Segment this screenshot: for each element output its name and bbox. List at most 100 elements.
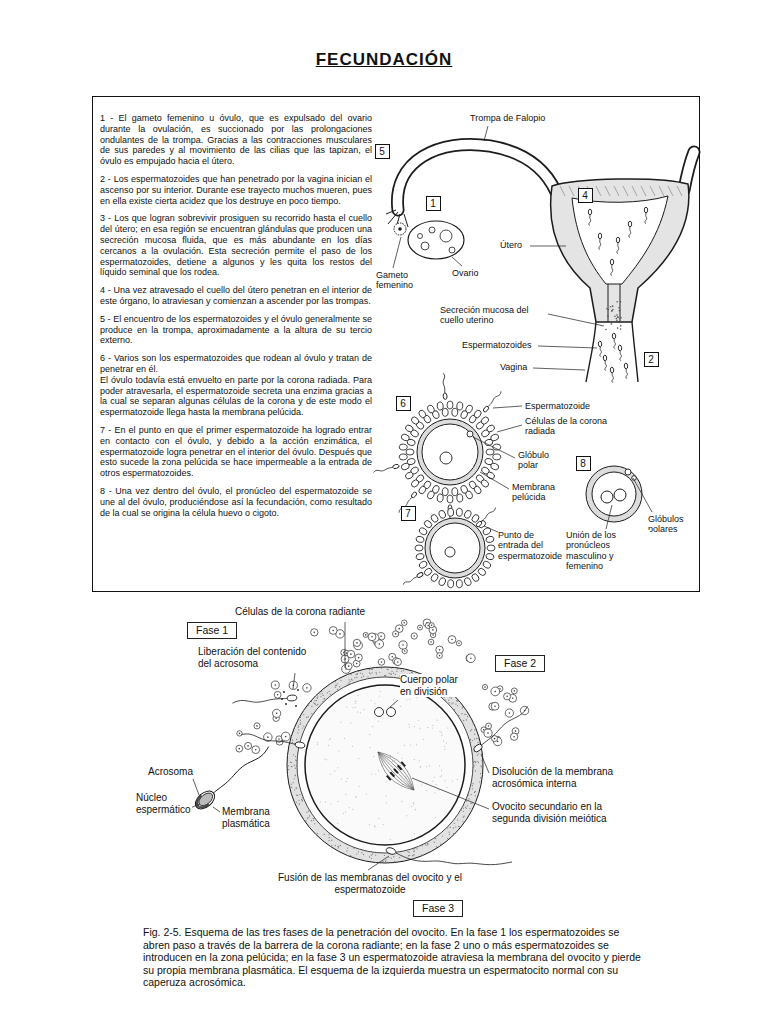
zona-stipple [367,676,368,677]
sperm-tail [617,243,619,254]
part-label: Núcleo espermático [136,792,192,815]
fimbria [388,212,398,224]
zona-stipple [300,717,301,718]
cytoplasm-stipple [330,774,331,775]
zona-stipple [308,705,309,706]
zona-stipple [311,706,312,707]
corona-cell [448,636,456,644]
zona-stipple [403,670,404,671]
zona-stipple [337,689,338,690]
corona-cell-nucleus [348,665,350,667]
callout-label: 8 [577,457,590,470]
corona-cell [487,545,495,551]
mucus-dot [620,317,622,319]
leader-line [390,700,398,707]
zona-stipple [303,714,304,715]
callout-number: 7 [401,506,416,521]
corona-cell-nucleus [381,661,383,663]
corona-cell [428,639,434,645]
zona-stipple [363,676,364,677]
corona-cell [447,579,454,588]
zona-stipple [360,672,361,673]
acrosome-content [297,689,299,691]
zona-stipple [347,684,348,685]
fallopian-tube-wall [397,144,556,210]
part-label: Trompa de Falopio [470,113,545,123]
corona-cell-nucleus [513,736,515,738]
zona-stipple [393,673,394,674]
corona-cell [485,536,494,544]
corona-cell [401,620,407,626]
corona-cell-nucleus [371,636,373,638]
zona-stipple [302,800,303,801]
cytoplasm-stipple [409,699,410,700]
zona-stipple [463,816,464,817]
corona-cell [415,545,423,551]
leader-line [213,807,220,812]
part-label: Espermatozoides [462,340,532,350]
uterus-muscle-hatch [668,186,673,196]
uterus-muscle-hatch [650,186,655,196]
cytoplasm-stipple [378,721,379,722]
zona-stipple [471,794,472,795]
zona-stipple [372,853,373,854]
zona-stipple [331,840,332,841]
zona-stipple [376,673,377,674]
zona-stipple [395,674,396,675]
cytoplasm-stipple [358,695,359,696]
meiotic-spindle [378,752,414,790]
zona-stipple [388,857,389,858]
paragraph: 1 - El gameto femenino u óvulo, que es e… [100,113,372,167]
zona-stipple [361,677,362,678]
corona-cell [456,508,463,517]
cytoplasm-stipple [441,732,442,733]
corona-cell [491,687,500,696]
corona-cell [464,510,472,520]
zona-stipple [288,769,289,770]
corona-cell [427,490,436,500]
zona-stipple [353,848,354,849]
mucus-dot [607,316,609,318]
zona-stipple [320,693,321,694]
ovarian-follicle [418,234,423,239]
zona-stipple [315,704,316,705]
zona-stipple [300,724,301,725]
zona-stipple [397,668,398,669]
ovarian-follicle [449,247,455,253]
zona-stipple [451,703,452,704]
cytoplasm-stipple [356,701,357,702]
cytoplasm-stipple [347,778,348,779]
part-label: Ovocito secundario en la segunda divisió… [492,801,626,824]
zona-stipple [307,818,308,819]
zona-stipple [447,827,448,828]
zona-stipple [358,671,359,672]
corona-cell [447,508,454,517]
cytoplasm-stipple [441,775,442,776]
cytoplasm-stipple [441,770,442,771]
cytoplasm-stipple [445,780,446,781]
cytoplasm-stipple [416,697,417,698]
cytoplasm-stipple [397,752,398,753]
zona-stipple [349,679,350,680]
zona-stipple [317,704,318,705]
sperm-head [598,341,602,347]
sperm-head [482,405,489,412]
leader-line [493,406,522,408]
zona-stipple [296,794,297,795]
zona-stipple [371,669,372,670]
part-label: Útero [500,240,522,250]
corona-cell [504,693,511,700]
paragraph: 3 - Los que logran sobrevivir prosiguen … [100,213,372,278]
zona-pellucida [586,466,642,522]
cervical-canal [608,284,620,322]
part-label: Glóbulo polar [518,450,566,471]
corona-cell-nucleus [509,712,511,714]
zona-stipple [473,783,474,784]
zona-stipple [434,842,435,843]
sperm-head [416,572,423,579]
part-label: Vagina [500,362,527,372]
sperm-tail [443,373,445,393]
callout-label: 7 [402,507,415,520]
zona-stipple [348,682,349,683]
leader-line [193,779,199,795]
